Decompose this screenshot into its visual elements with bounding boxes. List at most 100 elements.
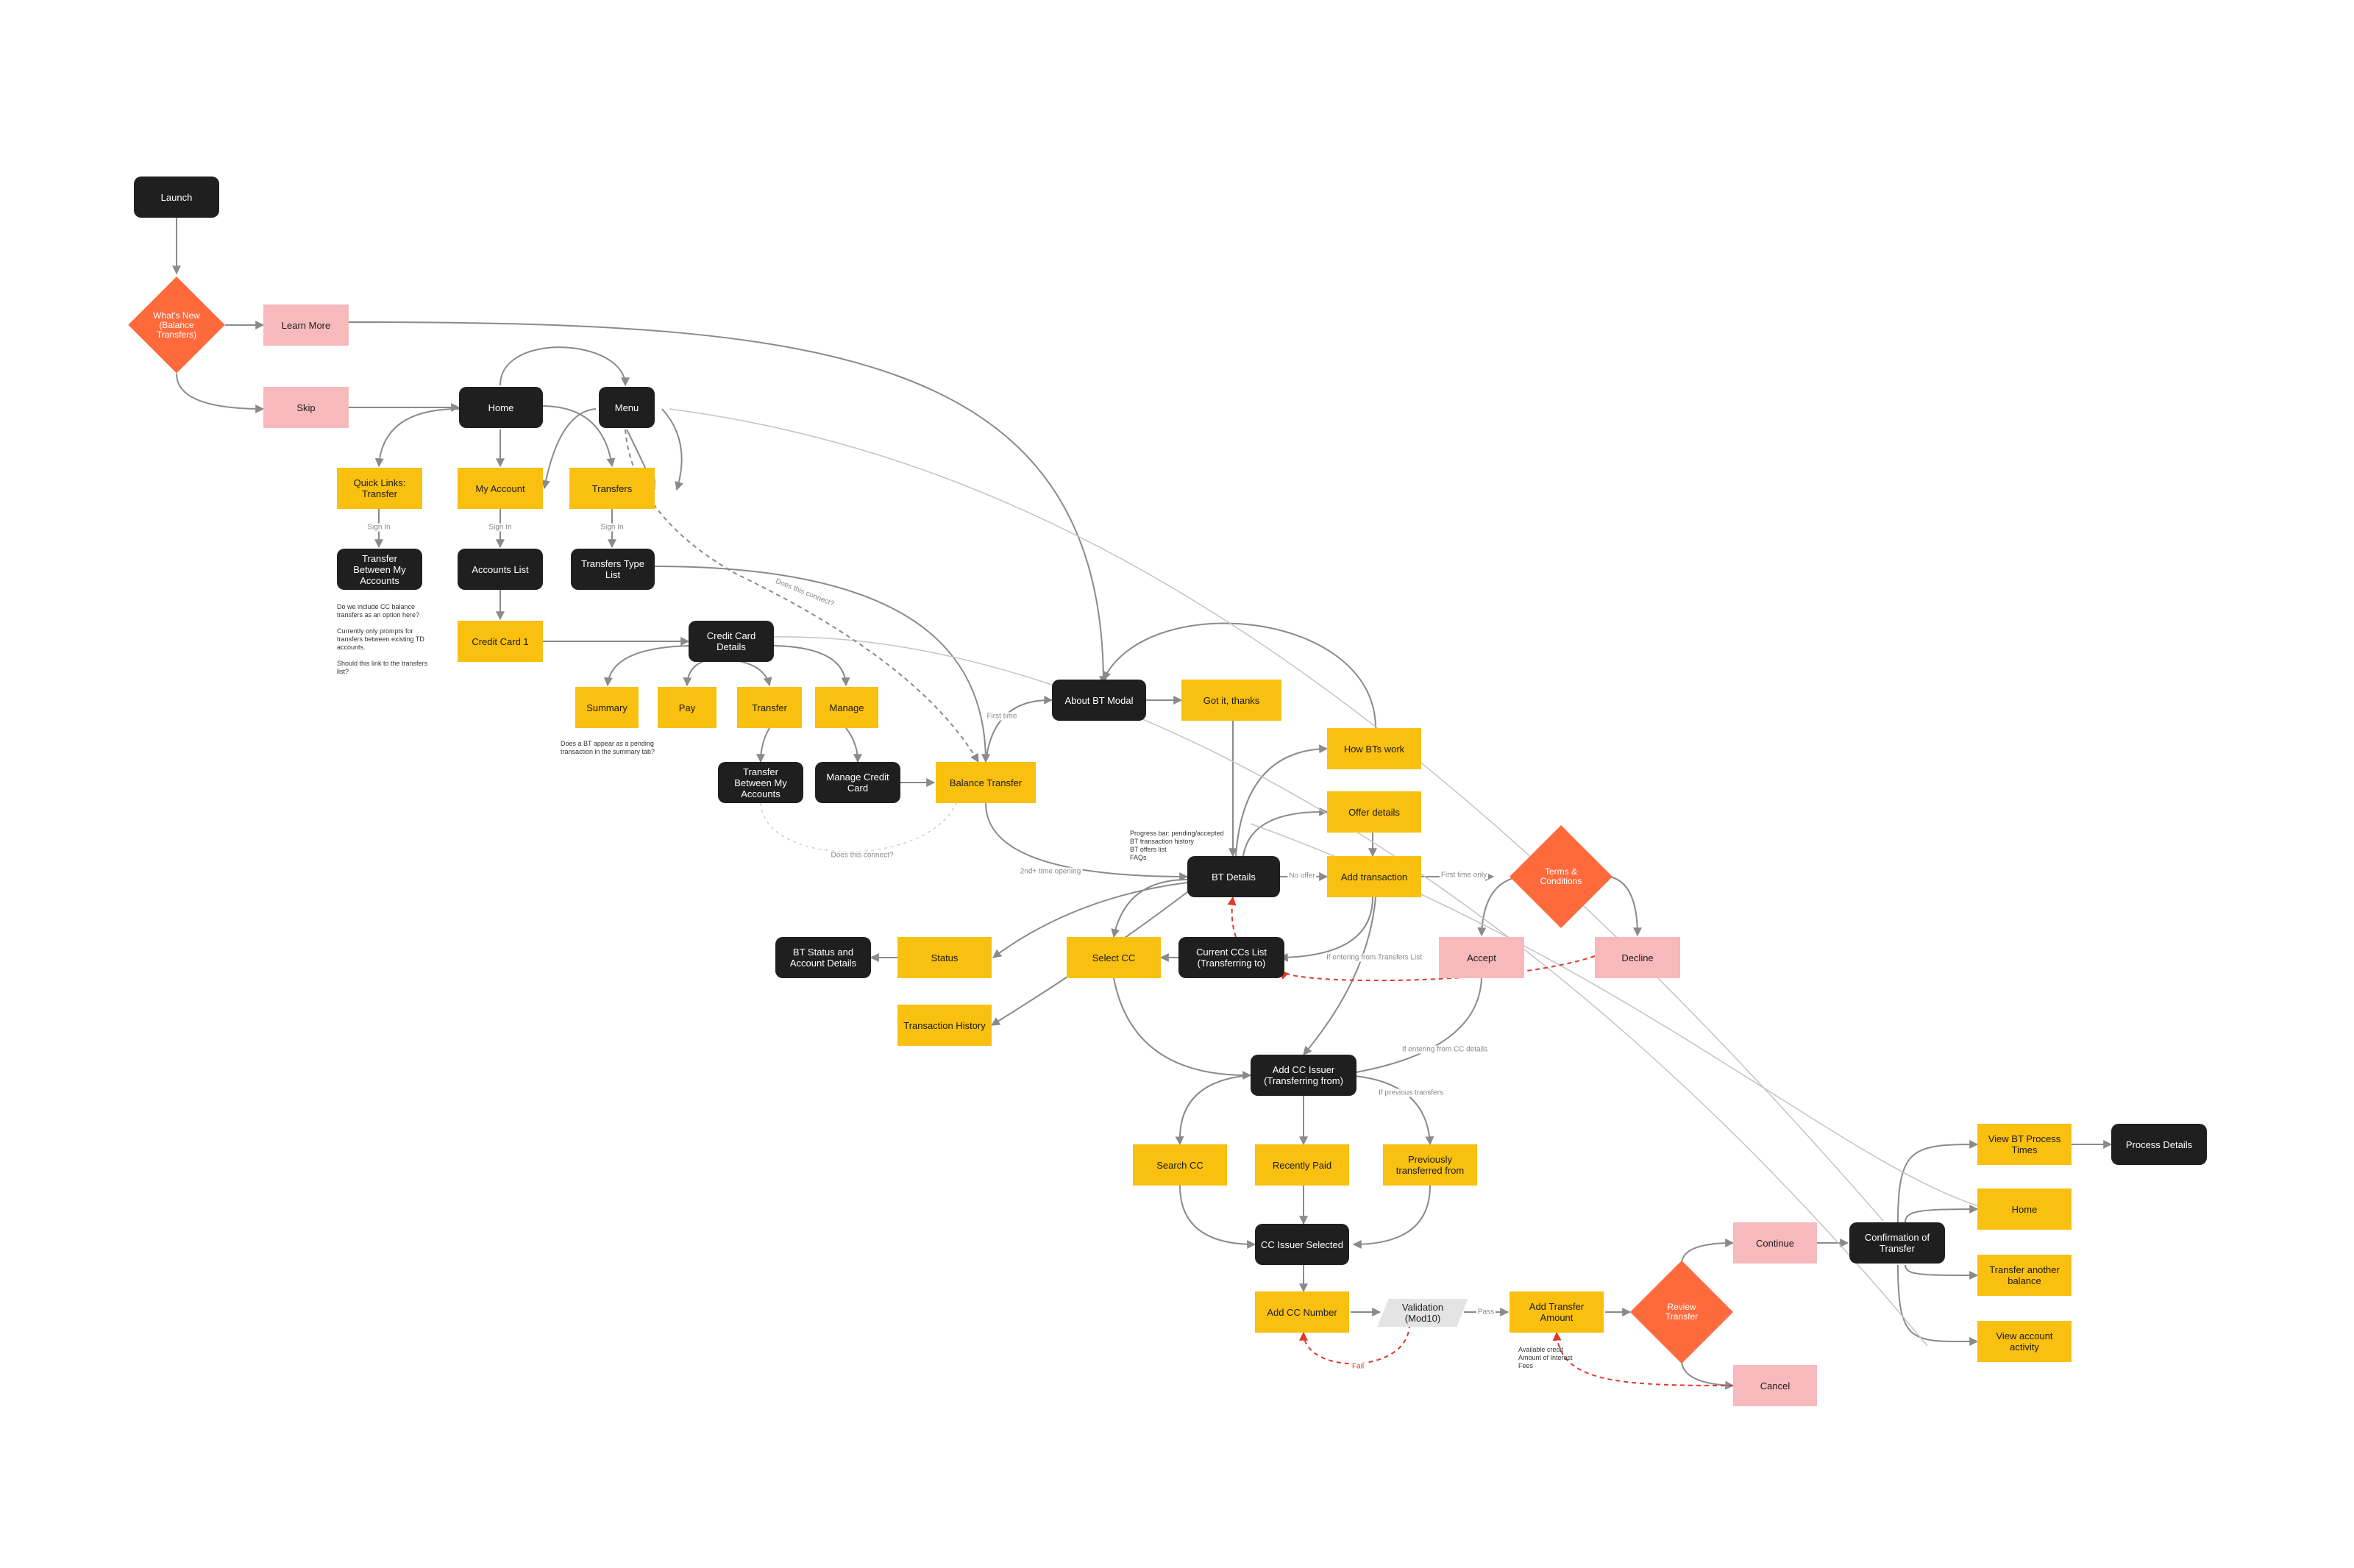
edge-selectcc-addccissuer bbox=[1113, 977, 1252, 1080]
node-decline[interactable]: Decline bbox=[1595, 937, 1680, 978]
edge-currentccs-btdetails bbox=[1227, 896, 1237, 938]
edge-home-menu bbox=[499, 346, 630, 387]
edge-addtx-addccissuer bbox=[1303, 897, 1376, 1055]
note-bt-details: Progress bar: pending/accepted BT transa… bbox=[1130, 830, 1224, 861]
node-transfer[interactable]: Transfer bbox=[737, 687, 802, 728]
node-confirmation-of-transfer[interactable]: Confirmation of Transfer bbox=[1849, 1222, 1945, 1264]
node-current-ccs-list[interactable]: Current CCs List (Transferring to) bbox=[1178, 937, 1284, 978]
edge-btdetails-howbts bbox=[1235, 744, 1329, 857]
edge-ccdetails-manage bbox=[773, 645, 850, 687]
node-learn-more[interactable]: Learn More bbox=[263, 304, 349, 346]
edge-menu-myaccount bbox=[541, 408, 597, 490]
edge-ccdetails-pay bbox=[683, 660, 707, 687]
node-review-transfer-decision[interactable]: Review Transfer bbox=[1630, 1261, 1733, 1364]
node-credit-card-details[interactable]: Credit Card Details bbox=[689, 621, 774, 662]
edge-confirmation-home bbox=[1905, 1205, 1979, 1223]
node-bt-details[interactable]: BT Details bbox=[1187, 856, 1280, 897]
edge-home-transfers bbox=[541, 405, 616, 468]
edge-ccdetails-summary bbox=[603, 645, 692, 687]
node-pay[interactable]: Pay bbox=[658, 687, 716, 728]
edge-transfer-tbma bbox=[756, 727, 770, 763]
note-quick-links: Do we include CC balance transfers as an… bbox=[337, 603, 428, 675]
node-view-bt-process-times[interactable]: View BT Process Times bbox=[1977, 1124, 2072, 1165]
node-got-it-thanks[interactable]: Got it, thanks bbox=[1181, 680, 1281, 721]
node-transfers[interactable]: Transfers bbox=[569, 468, 655, 509]
edge-label-second-time: 2nd+ time opening bbox=[1018, 867, 1083, 876]
edge-label-if-previous: If previous transfers bbox=[1377, 1088, 1445, 1097]
node-transfer-another-balance[interactable]: Transfer another balance bbox=[1977, 1255, 2072, 1296]
node-skip[interactable]: Skip bbox=[263, 387, 349, 428]
node-accept[interactable]: Accept bbox=[1439, 937, 1524, 978]
edge-manage-mcc bbox=[845, 727, 862, 763]
edge-learnmore-about bbox=[346, 321, 1108, 685]
node-transfer-between-accounts-2[interactable]: Transfer Between My Accounts bbox=[718, 762, 803, 803]
node-cc-issuer-selected[interactable]: CC Issuer Selected bbox=[1255, 1224, 1349, 1265]
edge-faint-menu bbox=[669, 408, 1884, 1222]
node-terms-decision[interactable]: Terms & Conditions bbox=[1510, 825, 1612, 928]
node-quick-links-transfer[interactable]: Quick Links: Transfer bbox=[337, 468, 422, 509]
node-offer-details[interactable]: Offer details bbox=[1327, 791, 1421, 833]
node-bt-status-account-details[interactable]: BT Status and Account Details bbox=[775, 937, 871, 978]
node-whats-new-decision[interactable]: What's New (Balance Transfers) bbox=[128, 277, 225, 374]
node-add-transfer-amount[interactable]: Add Transfer Amount bbox=[1510, 1291, 1604, 1333]
edge-label-first-time-only: First time only bbox=[1439, 871, 1489, 880]
edge-bt-btdetails bbox=[985, 802, 1189, 881]
node-recently-paid[interactable]: Recently Paid bbox=[1255, 1144, 1349, 1186]
edge-dotted-tbma-bt bbox=[760, 802, 957, 852]
edge-btdetails-status bbox=[992, 882, 1188, 958]
node-manage-credit-card[interactable]: Manage Credit Card bbox=[815, 762, 900, 803]
node-validation-mod10[interactable]: Validation (Mod10) bbox=[1377, 1299, 1468, 1327]
node-menu[interactable]: Menu bbox=[599, 387, 655, 428]
node-add-cc-number[interactable]: Add CC Number bbox=[1255, 1291, 1349, 1333]
node-my-account[interactable]: My Account bbox=[458, 468, 543, 509]
node-previously-transferred[interactable]: Previously transferred from bbox=[1383, 1144, 1477, 1186]
edge-addccissuer-search bbox=[1175, 1075, 1251, 1146]
note-transfer-amount: Available credit Amount of Interest Fees bbox=[1518, 1346, 1573, 1369]
edge-label-if-entering-cc: If entering from CC details bbox=[1400, 1045, 1490, 1054]
edge-cancel-amount bbox=[1552, 1331, 1734, 1386]
node-accounts-list[interactable]: Accounts List bbox=[458, 549, 543, 590]
node-add-transaction[interactable]: Add transaction bbox=[1327, 856, 1421, 897]
node-how-bts-work[interactable]: How BTs work bbox=[1327, 728, 1421, 769]
node-home-end[interactable]: Home bbox=[1977, 1189, 2072, 1230]
edge-typelist-bt bbox=[652, 566, 990, 763]
edge-confirmation-viewbt bbox=[1897, 1140, 1979, 1223]
edge-label-first-time: First time bbox=[985, 712, 1019, 721]
edge-confirmation-activity bbox=[1897, 1264, 1979, 1347]
node-about-bt-modal[interactable]: About BT Modal bbox=[1052, 680, 1146, 721]
edge-prev-issuer bbox=[1352, 1185, 1431, 1249]
edge-label-if-entering-transfers: If entering from Transfers List bbox=[1324, 953, 1424, 962]
node-balance-transfer[interactable]: Balance Transfer bbox=[936, 762, 1036, 803]
edge-bt-about bbox=[985, 695, 1053, 763]
node-select-cc[interactable]: Select CC bbox=[1067, 937, 1161, 978]
node-transfers-type-list[interactable]: Transfers Type List bbox=[571, 549, 655, 590]
node-status[interactable]: Status bbox=[897, 937, 992, 978]
node-transfer-between-accounts[interactable]: Transfer Between My Accounts bbox=[337, 549, 422, 590]
node-credit-card-1[interactable]: Credit Card 1 bbox=[458, 621, 543, 662]
edge-label-sign-in: Sign In bbox=[487, 523, 513, 532]
node-summary[interactable]: Summary bbox=[575, 687, 639, 728]
node-transaction-history[interactable]: Transaction History bbox=[897, 1005, 992, 1046]
edge-addccissuer-prev bbox=[1347, 1075, 1434, 1146]
node-search-cc[interactable]: Search CC bbox=[1133, 1144, 1227, 1186]
node-launch[interactable]: Launch bbox=[134, 177, 219, 218]
edge-label-does-this-connect: Does this connect? bbox=[829, 851, 895, 860]
node-continue[interactable]: Continue bbox=[1733, 1222, 1817, 1264]
edge-search-issuer bbox=[1179, 1185, 1256, 1249]
node-cancel[interactable]: Cancel bbox=[1733, 1365, 1817, 1406]
node-home[interactable]: Home bbox=[459, 387, 543, 428]
node-process-details[interactable]: Process Details bbox=[2111, 1124, 2207, 1165]
node-add-cc-issuer[interactable]: Add CC Issuer (Transferring from) bbox=[1251, 1055, 1356, 1096]
edge-label-sign-in: Sign In bbox=[366, 523, 392, 532]
edge-review-cancel bbox=[1681, 1361, 1735, 1390]
edge-label-pass: Pass bbox=[1476, 1308, 1496, 1316]
edge-decline-currentccs bbox=[1279, 955, 1596, 982]
edge-label-sign-in: Sign In bbox=[599, 523, 625, 532]
edge-menu-transfers-2 bbox=[661, 408, 683, 491]
edge-ccdetails-transfer bbox=[735, 660, 772, 687]
edge-accept-addccissuer bbox=[1346, 977, 1482, 1077]
node-manage[interactable]: Manage bbox=[815, 687, 878, 728]
node-view-account-activity[interactable]: View account activity bbox=[1977, 1321, 2072, 1362]
edge-btdetails-offer bbox=[1242, 807, 1329, 857]
